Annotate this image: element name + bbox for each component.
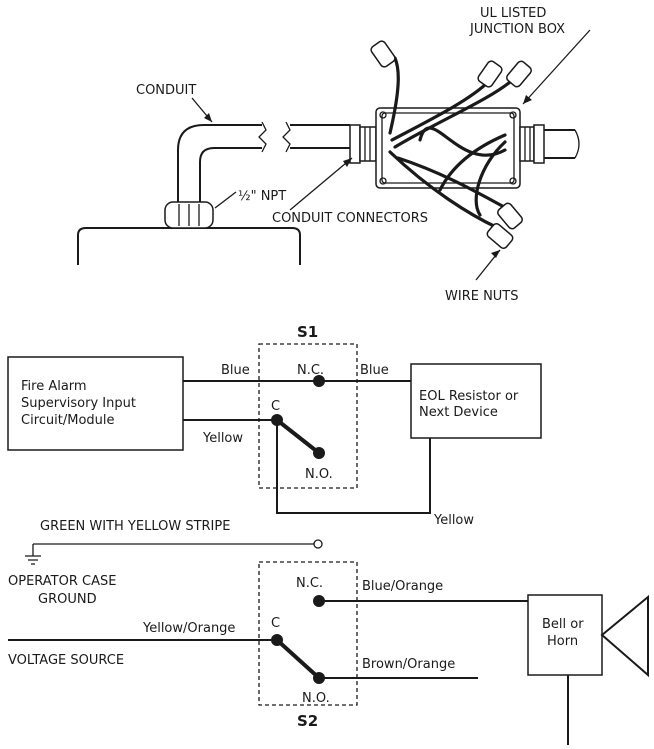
s2-schematic: S2 Bell or Horn N.C. C N.O. Blue/Orange … <box>8 561 649 745</box>
operator-case-label: OPERATOR CASE <box>8 574 116 589</box>
wire-nuts-label: WIRE NUTS <box>445 289 519 304</box>
fire-alarm-box <box>7 356 184 451</box>
fire-alarm-line3: Circuit/Module <box>21 413 115 428</box>
s2-nc-contact <box>313 595 325 607</box>
junction-box-leader <box>522 29 591 105</box>
npt-label: ½" NPT <box>238 189 286 204</box>
s2-nc-label: N.C. <box>296 576 323 591</box>
s1-yellow-left-label: Yellow <box>202 431 243 446</box>
s1-switch-outline <box>258 343 358 489</box>
right-conduit <box>544 129 575 159</box>
fire-alarm-line2: Supervisory Input <box>21 396 136 411</box>
junction-box-label-line2: JUNCTION BOX <box>469 22 565 37</box>
operator-housing <box>77 227 301 265</box>
conduit-label: CONDUIT <box>136 83 196 98</box>
ground-label: GROUND <box>38 592 97 607</box>
s2-title: S2 <box>297 712 318 730</box>
right-conduit-connector <box>519 126 535 162</box>
s2-brown-orange-label: Brown/Orange <box>362 657 455 672</box>
npt-leader <box>214 191 237 209</box>
s1-no-label: N.O. <box>305 467 333 482</box>
s1-nc-contact <box>313 375 325 387</box>
left-conduit-connector <box>349 124 361 164</box>
junction-wires <box>388 56 517 230</box>
s1-yellow-bottom-label: Yellow <box>433 513 474 528</box>
conduit-illustration: CONDUIT ½" NPT CONDUIT CONNECTORS UL LIS… <box>77 6 591 304</box>
ground-stripe-label: GREEN WITH YELLOW STRIPE <box>40 519 230 534</box>
conduit-connectors-label: CONDUIT CONNECTORS <box>272 211 428 226</box>
horn-icon <box>600 594 649 678</box>
s1-c-label: C <box>271 399 280 414</box>
s1-yellow-return-wire <box>276 420 431 514</box>
connectors-leader <box>289 157 353 211</box>
eol-line2: Next Device <box>419 405 498 420</box>
bell-horn-box <box>527 594 603 676</box>
s1-blue-left-label: Blue <box>221 363 250 378</box>
s2-yellow-orange-label: Yellow/Orange <box>142 621 235 636</box>
s2-switch-arm <box>275 638 321 680</box>
eol-resistor-box <box>410 363 542 439</box>
s2-c-label: C <box>271 616 280 631</box>
conduit-straight <box>290 124 350 149</box>
s2-switch-outline <box>258 561 358 706</box>
eol-line1: EOL Resistor or <box>419 389 519 404</box>
ground-symbol-icon <box>25 544 41 565</box>
s1-blue-right-label: Blue <box>360 363 389 378</box>
bell-label-line2: Horn <box>547 634 578 649</box>
s1-nc-label: N.C. <box>297 363 324 378</box>
bell-label-line1: Bell or <box>542 617 584 632</box>
conduit-elbow <box>177 124 262 202</box>
s1-no-contact <box>313 447 325 459</box>
s1-title: S1 <box>297 323 318 341</box>
s1-schematic: S1 Fire Alarm Supervisory Input Circuit/… <box>7 323 542 528</box>
s2-no-label: N.O. <box>302 691 330 706</box>
wire-nuts <box>370 40 532 249</box>
s1-switch-arm <box>275 418 321 455</box>
s2-blue-orange-label: Blue/Orange <box>362 579 443 594</box>
fire-alarm-line1: Fire Alarm <box>21 379 87 394</box>
voltage-source-label: VOLTAGE SOURCE <box>8 653 124 668</box>
ground-section: GREEN WITH YELLOW STRIPE OPERATOR CASE G… <box>8 519 323 607</box>
junction-box-label-line1: UL LISTED <box>480 6 546 21</box>
ground-terminal <box>313 539 323 549</box>
